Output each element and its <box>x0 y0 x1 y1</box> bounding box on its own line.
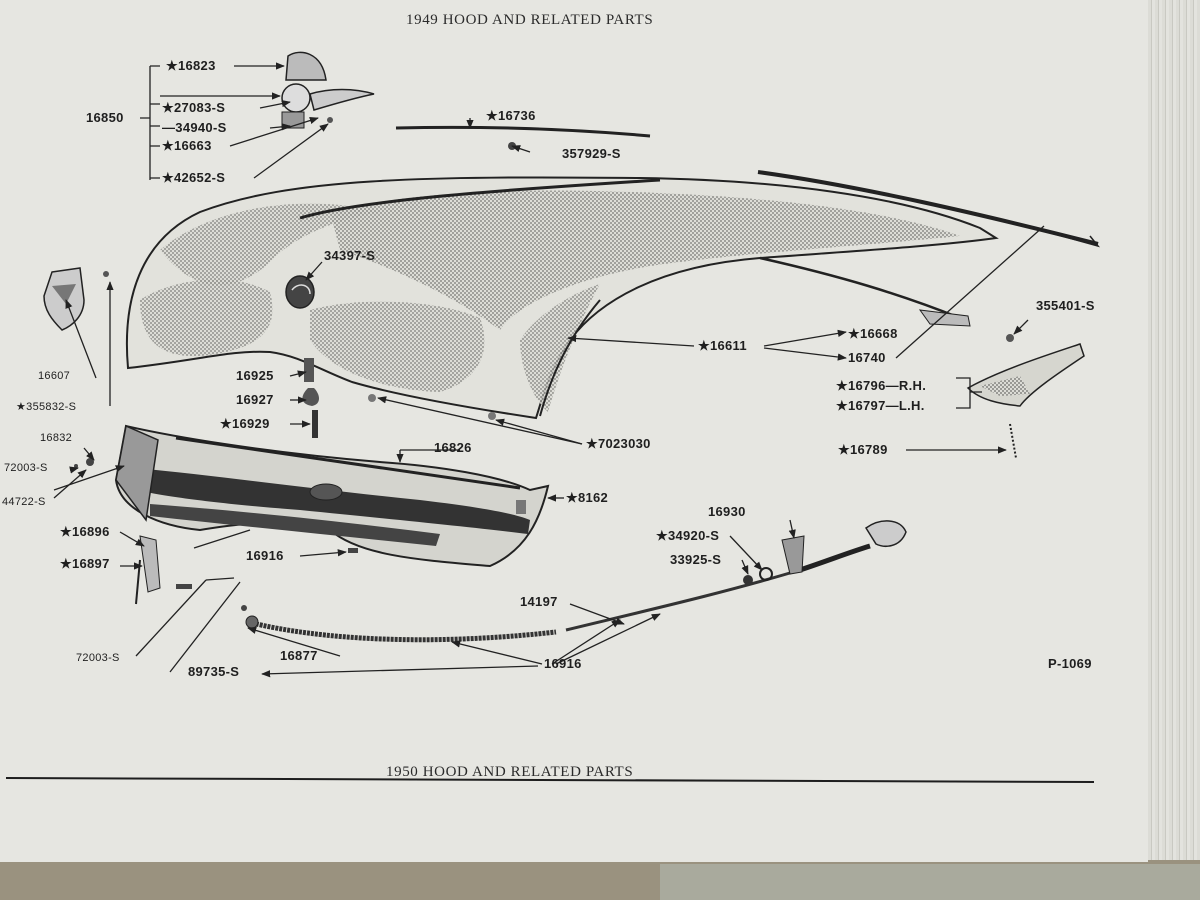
part-label: ★16668 <box>848 326 898 341</box>
part-label: ★42652-S <box>162 170 226 185</box>
part-label: 355401-S <box>1036 298 1095 313</box>
part-label: 16832 <box>40 432 73 444</box>
part-label: 72003-S <box>76 652 120 664</box>
part-label: ★16929 <box>220 416 270 431</box>
part-label: 44722-S <box>2 496 46 508</box>
part-label: 33925-S <box>670 552 722 567</box>
part-label: 16930 <box>708 504 746 519</box>
part-label: ★16797—L.H. <box>836 398 925 413</box>
part-label: 16850 <box>86 110 124 125</box>
part-label: ★355832-S <box>16 401 77 413</box>
part-label: ★16896 <box>60 524 110 539</box>
page-title-1949: 1949 HOOD AND RELATED PARTS <box>406 12 654 28</box>
grille-panel <box>114 424 550 568</box>
hood-ornament <box>281 51 375 129</box>
hood-diagram <box>5 51 1101 783</box>
cloth <box>660 864 1200 900</box>
part-label: ★8162 <box>566 490 609 505</box>
hood-top-molding <box>395 125 651 138</box>
part-label: 14197 <box>520 594 558 609</box>
part-label: 16607 <box>38 370 71 382</box>
part-label: 357929-S <box>562 146 621 161</box>
part-label: ★16897 <box>60 556 110 571</box>
hood-release-cable <box>245 520 907 643</box>
part-label: 16925 <box>236 368 274 383</box>
part-label: ★34920-S <box>656 528 720 543</box>
part-label: 16826 <box>434 440 472 455</box>
hood-panel <box>125 176 999 420</box>
hood-hinge <box>918 309 1085 459</box>
leader-lines <box>53 62 1045 678</box>
page-title-1950: 1950 HOOD AND RELATED PARTS <box>386 764 634 780</box>
part-label: 34397-S <box>324 248 376 263</box>
page-stack-edge <box>1148 0 1200 860</box>
section-divider <box>5 777 1095 783</box>
part-label: ★16823 <box>166 58 216 73</box>
part-label: ★16663 <box>162 138 212 153</box>
part-label: 72003-S <box>4 462 48 474</box>
part-label: —34940-S <box>162 120 227 135</box>
hood-emblem <box>43 267 85 331</box>
hood-molding-strip <box>757 170 1099 246</box>
part-label: 89735-S <box>188 664 240 679</box>
part-label: 16927 <box>236 392 274 407</box>
figure-id: P-1069 <box>1048 656 1092 671</box>
part-label: 16916 <box>544 656 582 671</box>
part-label: ★16611 <box>698 338 747 353</box>
catalog-page <box>0 0 1148 862</box>
part-label: ★16789 <box>838 442 888 457</box>
part-label: ★16796—R.H. <box>836 378 927 393</box>
part-label: 16740 <box>848 350 886 365</box>
part-label: ★16736 <box>486 108 536 123</box>
part-label: ★27083-S <box>162 100 226 115</box>
part-label: ★7023030 <box>586 436 651 451</box>
part-label: 16916 <box>246 548 284 563</box>
part-label: 16877 <box>280 648 318 663</box>
table-surface <box>0 858 1200 900</box>
small-hardware <box>74 117 1014 611</box>
